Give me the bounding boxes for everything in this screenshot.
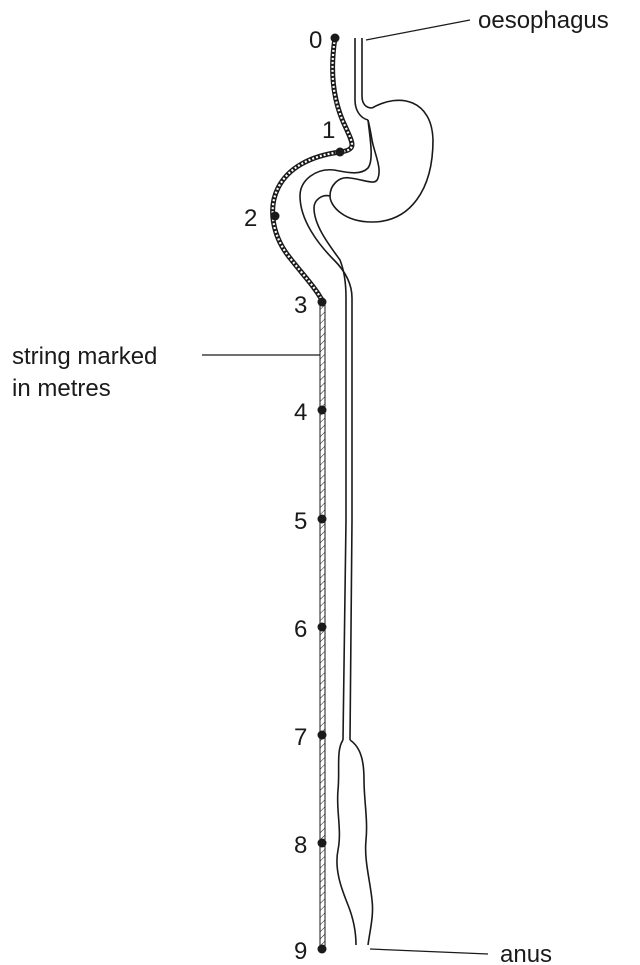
- mark-dot-9: [318, 945, 327, 954]
- mark-dot-3: [318, 298, 327, 307]
- string-label-line1: string marked: [12, 343, 157, 370]
- mark-number-8: 8: [294, 832, 307, 859]
- mark-dot-0: [331, 34, 340, 43]
- mark-dot-4: [318, 406, 327, 415]
- mark-number-9: 9: [294, 938, 307, 965]
- large-intestine-left: [337, 740, 356, 945]
- mark-number-5: 5: [294, 508, 307, 535]
- intestine-tube-left: [343, 298, 346, 740]
- mark-dot-8: [318, 839, 327, 848]
- oesophagus-label: oesophagus: [478, 7, 609, 34]
- intestine-tube-right: [350, 298, 352, 740]
- stomach-outer: [330, 100, 433, 222]
- mark-number-1: 1: [322, 117, 335, 144]
- mark-number-3: 3: [294, 292, 307, 319]
- anus-leader-line: [370, 949, 488, 954]
- string-label-line2: in metres: [12, 375, 111, 402]
- mark-dot-2: [271, 212, 280, 221]
- large-intestine-right: [350, 740, 373, 945]
- intestine-loop-inner: [314, 196, 346, 298]
- string-marks: [271, 34, 345, 954]
- mark-dot-1: [336, 148, 345, 157]
- mark-dot-7: [318, 731, 327, 740]
- mark-number-4: 4: [294, 399, 307, 426]
- mark-dot-6: [318, 623, 327, 632]
- oesophagus-leader-line: [366, 20, 470, 40]
- anus-label: anus: [500, 941, 552, 965]
- mark-number-0: 0: [309, 27, 322, 54]
- mark-number-7: 7: [294, 724, 307, 751]
- oesophagus-wall-right: [362, 38, 372, 108]
- mark-number-2: 2: [244, 205, 257, 232]
- mark-dot-5: [318, 515, 327, 524]
- mark-number-6: 6: [294, 616, 307, 643]
